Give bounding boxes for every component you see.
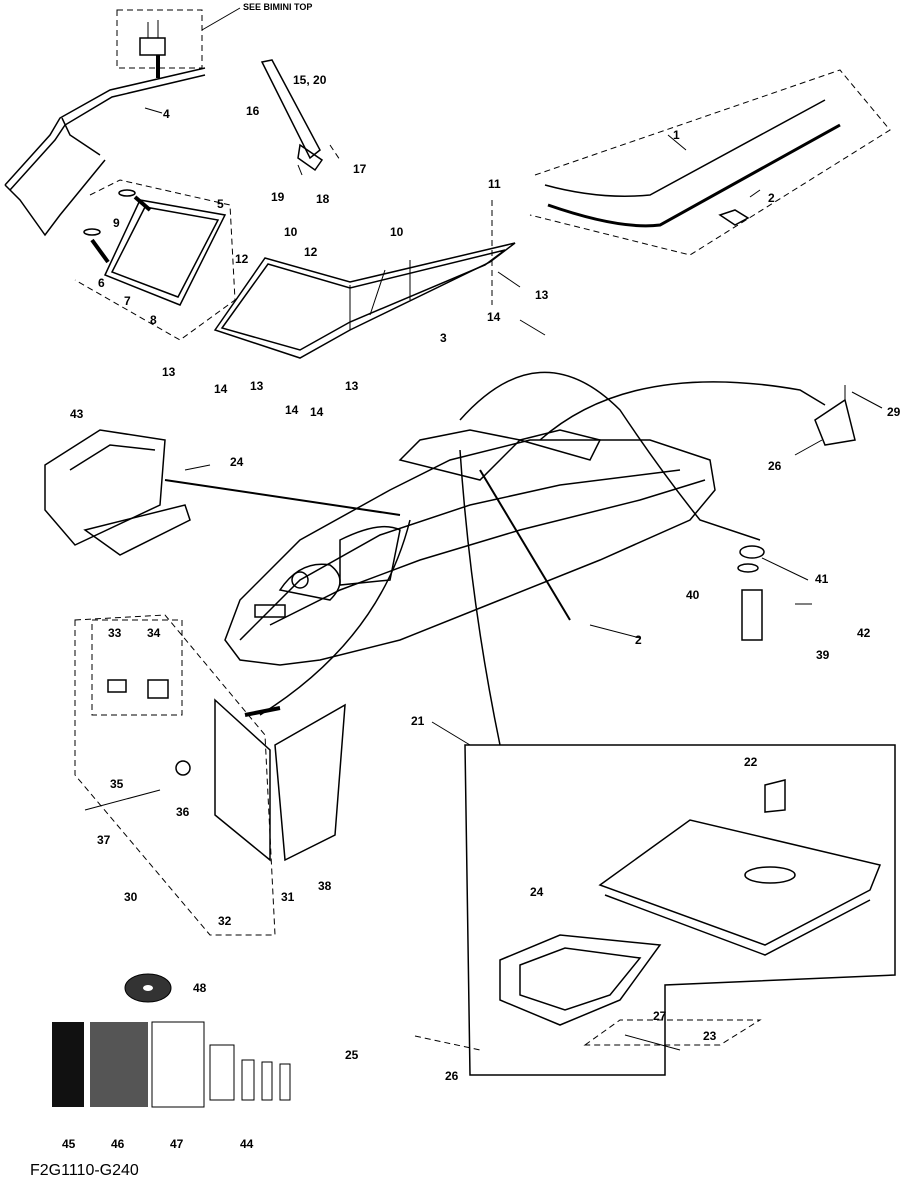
- callout-21: 21: [411, 714, 425, 728]
- windshield-frame-part: [4, 67, 206, 237]
- callout-43: 43: [70, 407, 84, 421]
- side-window-part: [74, 179, 236, 341]
- callout-10: 10: [390, 225, 404, 239]
- callout-11: 11: [488, 177, 501, 191]
- callout-9: 9: [113, 216, 120, 230]
- storage-box-part: [44, 429, 211, 556]
- callout-47: 47: [170, 1137, 184, 1151]
- windshield-glass-part: [213, 200, 516, 359]
- callout-25: 25: [345, 1048, 359, 1062]
- callout-35: 35: [110, 777, 124, 791]
- callout-38: 38: [318, 879, 332, 893]
- callout-14: 14: [285, 403, 299, 417]
- callout-26: 26: [445, 1069, 459, 1083]
- boat-hull-part: [224, 429, 716, 666]
- callout-24: 24: [230, 455, 244, 469]
- callout-15-20: 15, 20: [293, 73, 327, 87]
- callout-4: 4: [163, 107, 170, 121]
- callout-3: 3: [440, 331, 447, 345]
- callout-7: 7: [124, 294, 131, 308]
- callout-2: 2: [635, 633, 642, 647]
- callout-26: 26: [768, 459, 782, 473]
- grab-rail-part: [260, 59, 341, 176]
- callouts: 1 2 2 3 4 5 6 7 8 9 10 10 11 12 12 13 13…: [62, 73, 901, 1151]
- callout-30: 30: [124, 890, 138, 904]
- callout-12: 12: [235, 252, 249, 266]
- callout-41: 41: [815, 572, 829, 586]
- bimini-bracket-part: [116, 7, 241, 78]
- callout-36: 36: [176, 805, 190, 819]
- callout-14: 14: [487, 310, 501, 324]
- callout-22: 22: [744, 755, 758, 769]
- callout-14: 14: [214, 382, 228, 396]
- leader-lines: [144, 107, 883, 746]
- callout-13: 13: [162, 365, 176, 379]
- connection-lines: [164, 371, 826, 746]
- callout-17: 17: [353, 162, 367, 176]
- callout-12: 12: [304, 245, 318, 259]
- callout-10: 10: [284, 225, 298, 239]
- callout-31: 31: [281, 890, 295, 904]
- callout-27: 27: [653, 1009, 667, 1023]
- callout-44: 44: [240, 1137, 254, 1151]
- callout-34: 34: [147, 626, 161, 640]
- callout-40: 40: [686, 588, 700, 602]
- callout-42: 42: [857, 626, 871, 640]
- cup-holder-part: [737, 545, 812, 641]
- callout-2: 2: [768, 191, 775, 205]
- drawing-code: F2G1110-G240: [30, 1162, 139, 1177]
- callout-29: 29: [887, 405, 901, 419]
- hatch-part: [414, 744, 896, 1076]
- bimini-note: SEE BIMINI TOP: [243, 2, 312, 12]
- callout-13: 13: [345, 379, 359, 393]
- callout-37: 37: [97, 833, 111, 847]
- hull-stripe-part: [529, 69, 891, 256]
- callout-18: 18: [316, 192, 330, 206]
- locker-door-part: [74, 614, 346, 936]
- cleat-part: [814, 385, 856, 446]
- callout-13: 13: [250, 379, 264, 393]
- manuals-part: [52, 973, 291, 1108]
- callout-6: 6: [98, 276, 105, 290]
- callout-13: 13: [535, 288, 549, 302]
- callout-45: 45: [62, 1137, 76, 1151]
- callout-32: 32: [218, 914, 232, 928]
- callout-5: 5: [217, 197, 224, 211]
- callout-23: 23: [703, 1029, 717, 1043]
- callout-33: 33: [108, 626, 122, 640]
- callout-8: 8: [150, 313, 157, 327]
- callout-19: 19: [271, 190, 285, 204]
- callout-24: 24: [530, 885, 544, 899]
- callout-14: 14: [310, 405, 324, 419]
- callout-48: 48: [193, 981, 207, 995]
- callout-16: 16: [246, 104, 260, 118]
- callout-46: 46: [111, 1137, 125, 1151]
- callout-39: 39: [816, 648, 830, 662]
- callout-1: 1: [673, 128, 680, 142]
